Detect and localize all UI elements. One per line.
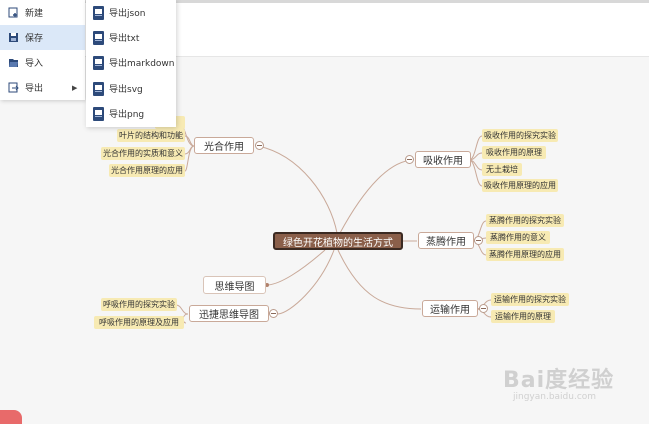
submenu-item-txt[interactable]: 导出txt [86, 25, 176, 50]
submenu-item-svg[interactable]: 导出svg [86, 76, 176, 101]
leaf-photosynthesis-2[interactable]: 光合作用的实质和意义 [101, 147, 185, 160]
submenu-arrow-icon: ▶ [72, 83, 78, 92]
submenu-label-txt: 导出txt [109, 34, 140, 44]
branch-photosynthesis[interactable]: 光合作用 [194, 137, 254, 154]
leaf-photosynthesis-3[interactable]: 光合作用原理的应用 [109, 164, 185, 177]
leaf-transpiration-3[interactable]: 蒸腾作用原理的应用 [486, 248, 564, 261]
export-icon [8, 82, 19, 93]
collapse-toggle-icon[interactable] [269, 309, 278, 318]
leaf-transport-2[interactable]: 运输作用的原理 [491, 310, 555, 323]
branch-absorption[interactable]: 吸收作用 [415, 151, 471, 168]
file-menu: 新建 保存 导入 导出 ▶ [0, 0, 85, 100]
leaf-transport-1[interactable]: 运输作用的探究实验 [491, 293, 569, 306]
corner-badge[interactable] [0, 410, 22, 424]
png-file-icon [93, 107, 104, 121]
collapse-toggle-icon[interactable] [405, 155, 414, 164]
connector-root-transport [337, 249, 422, 310]
leaf-absorption-3[interactable]: 无土栽培 [482, 163, 522, 176]
txt-file-icon [93, 31, 104, 45]
branch-transport[interactable]: 运输作用 [422, 300, 478, 317]
json-file-icon [93, 6, 104, 20]
floating-topic[interactable]: 思维导图 [203, 276, 266, 294]
leaf-absorption-1[interactable]: 吸收作用的探究实验 [482, 129, 558, 142]
leaf-transpiration-1[interactable]: 蒸腾作用的探究实验 [486, 214, 564, 227]
connector-root-photosynthesis [257, 145, 338, 234]
connector-root-absorption [339, 159, 414, 234]
leaf-absorption-4[interactable]: 吸收作用原理的应用 [482, 179, 558, 192]
leaf-xunjie-1[interactable]: 呼吸作用的探究实验 [101, 298, 177, 311]
submenu-item-png[interactable]: 导出png [86, 101, 176, 126]
menu-label-save: 保存 [25, 34, 44, 44]
submenu-label-png: 导出png [109, 110, 145, 120]
floating-connector-dot [265, 283, 269, 287]
watermark-sub-text: jingyan.baidu.com [513, 392, 597, 402]
markdown-file-icon [93, 56, 104, 70]
menu-item-save[interactable]: 保存 [0, 25, 85, 50]
menu-label-new: 新建 [25, 9, 44, 19]
menu-item-import[interactable]: 导入 [0, 50, 85, 75]
new-file-icon [8, 7, 18, 18]
root-node[interactable]: 绿色开花植物的生活方式 [273, 232, 403, 250]
connector-root-xunjie [277, 249, 335, 315]
submenu-label-json: 导出json [109, 9, 146, 19]
collapse-toggle-icon[interactable] [474, 236, 483, 245]
baidu-jingyan-watermark: Bai度经验 jingyan.baidu.com [503, 362, 623, 412]
collapse-toggle-icon[interactable] [479, 304, 488, 313]
leaf-photosynthesis-1[interactable]: 叶片的结构和功能 [117, 129, 185, 142]
export-submenu: 导出json 导出txt 导出markdown 导出svg 导出png [86, 0, 176, 127]
connector-root-floating [267, 249, 326, 286]
leaf-xunjie-2[interactable]: 呼吸作用的原理及应用 [94, 316, 184, 329]
submenu-label-markdown: 导出markdown [109, 59, 175, 69]
folder-open-icon [9, 59, 18, 67]
menu-label-import: 导入 [25, 59, 44, 69]
submenu-item-markdown[interactable]: 导出markdown [86, 50, 176, 75]
branch-xunjie[interactable]: 迅捷思维导图 [189, 305, 269, 322]
menu-item-export[interactable]: 导出 ▶ [0, 75, 85, 100]
leaf-transpiration-2[interactable]: 蒸腾作用的意义 [486, 231, 550, 244]
toolbar-top-line [0, 0, 649, 3]
branch-transpiration[interactable]: 蒸腾作用 [418, 232, 474, 249]
leaf-absorption-2[interactable]: 吸收作用的原理 [482, 146, 546, 159]
menu-label-export: 导出 [25, 84, 44, 94]
collapse-toggle-icon[interactable] [255, 141, 264, 150]
submenu-label-svg: 导出svg [109, 85, 143, 95]
svg-file-icon [93, 82, 104, 96]
menu-item-new[interactable]: 新建 [0, 0, 85, 25]
submenu-item-json[interactable]: 导出json [86, 0, 176, 25]
save-icon [9, 33, 18, 42]
watermark-main-text: Bai度经验 [503, 368, 615, 393]
